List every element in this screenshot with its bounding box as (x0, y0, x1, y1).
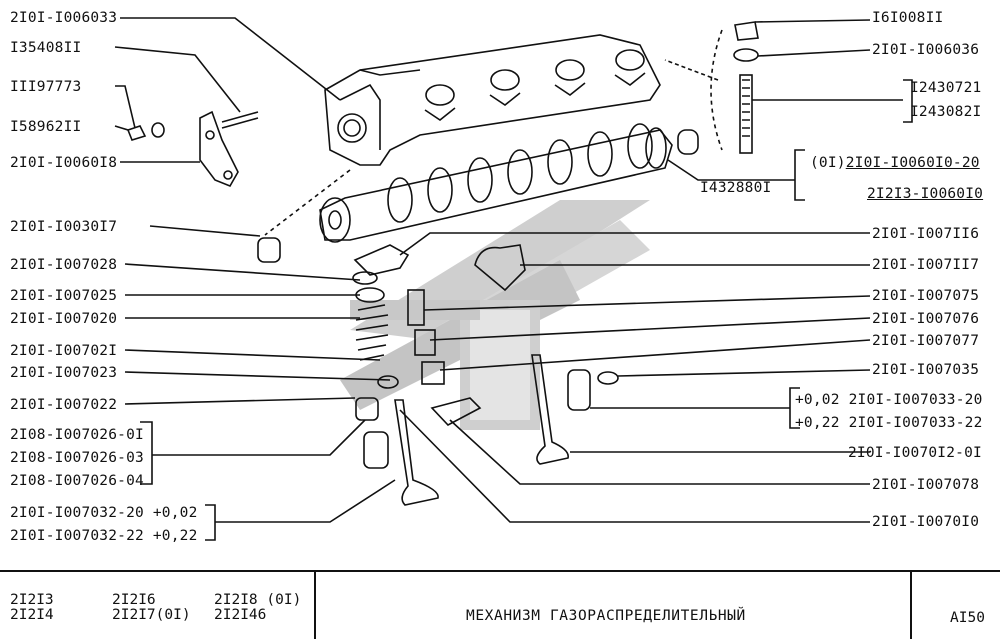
camshaft-housing (324, 34, 661, 166)
sheet-title: МЕХАНИЗМ ГАЗОРАСПРЕДЕЛИТЕЛЬНЫЙ (466, 608, 746, 624)
model-code: 2I2I4 (10, 607, 54, 623)
valve-intake (394, 399, 439, 506)
part-label: 2I0I-I007032-20 +0,02 (10, 505, 198, 521)
model-code: 2I2I46 (214, 607, 267, 623)
part-label: I6I008II (872, 10, 944, 26)
part-label: 2I0I-I007077 (872, 333, 980, 349)
rocker-arm (353, 244, 410, 276)
bracket (199, 110, 239, 188)
sheet-code: AI50 (950, 610, 985, 626)
model-code: 2I2I6 (112, 592, 156, 608)
part-label: 2I0I-I00702I (10, 343, 118, 359)
part-label: I2430721 (910, 80, 982, 96)
part-label: 2I0I-I007032-22 +0,22 (10, 528, 198, 544)
part-label: (0I)2I0I-I0060I0-20 (810, 155, 980, 171)
part-label: 2I0I-I007022 (10, 397, 118, 413)
valve-exhaust (531, 354, 569, 465)
models-cell: 2I2I3 2I2I4 2I2I6 2I2I7(0I) 2I2I8 (0I) 2… (0, 572, 316, 639)
part-label: +0,22 2I0I-I007033-22 (795, 415, 983, 431)
drawing-lines (114, 17, 913, 541)
part-label: 2I0I-I007II6 (872, 226, 980, 242)
part-label: I58962II (10, 119, 82, 135)
part-label: 2I0I-I007025 (10, 288, 118, 304)
part-label: 2I08-I007026-03 (10, 450, 144, 466)
part-label: 2I0I-I007020 (10, 311, 118, 327)
part-label: 2I0I-I0030I7 (10, 219, 118, 235)
part-label: +0,02 2I0I-I007033-20 (795, 392, 983, 408)
part-label: 2I0I-I006033 (10, 10, 118, 26)
parts-diagram: 2I0I-I006033 I35408II III97773 I58962II … (10, 10, 984, 544)
part-label: 2I0I-I0070I0 (872, 514, 980, 530)
exploded-view-drawing (114, 17, 913, 541)
model-code: 2I2I3 (10, 592, 54, 608)
part-label: 2I0I-I007023 (10, 365, 118, 381)
part-label: 2I0I-I007075 (872, 288, 980, 304)
model-code: 2I2I7(0I) (112, 607, 191, 623)
part-label: I243082I (910, 104, 982, 120)
part-label: I35408II (10, 40, 82, 56)
part-label: 2I0I-I007II7 (872, 257, 980, 273)
part-label: I432880I (700, 180, 772, 196)
part-label: 2I0I-I007035 (872, 362, 980, 378)
part-label: 2I0I-I007078 (872, 477, 980, 493)
part-label: III97773 (10, 79, 82, 95)
part-label: 2I08-I007026-04 (10, 473, 144, 489)
part-label: 2I0I-I0060I8 (10, 155, 118, 171)
title-cell: МЕХАНИЗМ ГАЗОРАСПРЕДЕЛИТЕЛЬНЫЙ (316, 572, 912, 639)
title-block: 2I2I3 2I2I4 2I2I6 2I2I7(0I) 2I2I8 (0I) 2… (0, 570, 1000, 639)
model-code: 2I2I8 (0I) (214, 592, 302, 608)
part-label: 2I0I-I007076 (872, 311, 980, 327)
part-label: 2I08-I007026-0I (10, 427, 144, 443)
part-label: 2I0I-I007028 (10, 257, 118, 273)
part-label: 2I0I-I006036 (872, 42, 980, 58)
part-label: 2I2I3-I0060I0 (867, 186, 984, 202)
part-label: 2I0I-I0070I2-0I (848, 445, 982, 461)
